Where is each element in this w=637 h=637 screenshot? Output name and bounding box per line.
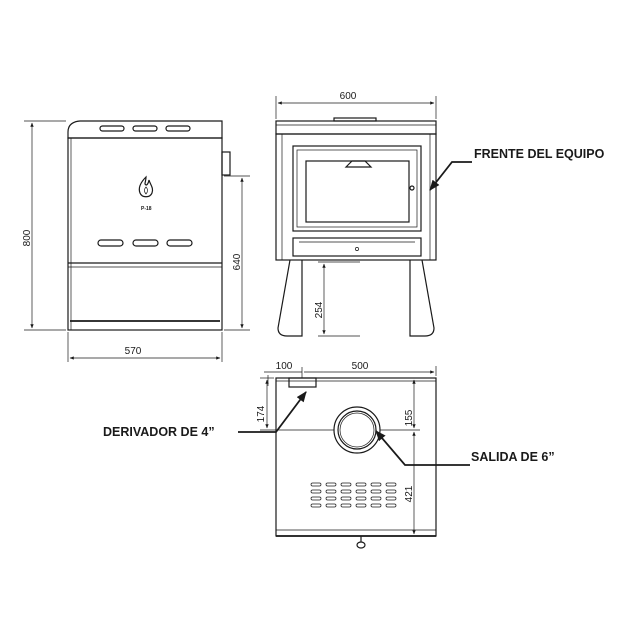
dim-254: 254: [314, 301, 325, 318]
top-view-vents: [310, 482, 397, 508]
top-dimensions: 100 500 174 155 421: [256, 361, 437, 535]
side-mid-vents: [97, 239, 193, 247]
top-view: [275, 377, 437, 549]
drawer-knob-icon: [355, 247, 359, 251]
front-dimensions: 600 254: [275, 91, 437, 337]
front-knob-icon: [356, 536, 366, 549]
door-knob-icon: [409, 185, 415, 191]
label-frente: FRENTE DEL EQUIPO: [474, 147, 605, 161]
front-view: [275, 117, 437, 337]
logo-text: P-18: [141, 206, 152, 212]
dim-640: 640: [232, 253, 243, 270]
dim-155: 155: [404, 409, 415, 426]
side-view: P-18: [67, 120, 231, 331]
dim-174: 174: [256, 405, 267, 422]
side-top-vents: [99, 125, 191, 132]
salida-outlet: [333, 406, 381, 454]
dim-600: 600: [340, 91, 357, 102]
dim-800: 800: [22, 229, 33, 246]
derivador-callout: DERIVADOR DE 4”: [103, 391, 307, 439]
dim-421: 421: [404, 485, 415, 502]
frente-callout: FRENTE DEL EQUIPO: [429, 147, 605, 191]
door-vent-icon: [344, 160, 373, 168]
dim-100: 100: [276, 361, 293, 372]
dim-570: 570: [125, 346, 142, 357]
dim-500: 500: [352, 361, 369, 372]
derivador-outlet: [288, 377, 317, 388]
side-dimensions: 800 640 570: [22, 120, 250, 362]
label-salida: SALIDA DE 6”: [471, 450, 555, 464]
label-derivador: DERIVADOR DE 4”: [103, 425, 215, 439]
flame-logo-icon: [138, 175, 154, 198]
salida-callout: SALIDA DE 6”: [375, 430, 555, 466]
